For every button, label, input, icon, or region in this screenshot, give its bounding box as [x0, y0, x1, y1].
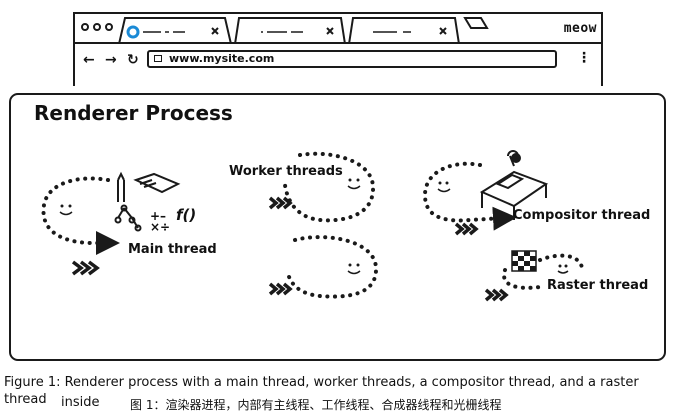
worker-chevrons-icon-2 [268, 282, 293, 296]
menu-icon[interactable]: ⋮ [577, 50, 591, 66]
raster-thread-loop-b [538, 253, 584, 270]
label-main-thread: Main thread [128, 242, 217, 257]
figure-caption-line2: inside [61, 395, 100, 410]
tab-1 [118, 17, 232, 44]
smiley-faces [59, 178, 569, 275]
window-controls [81, 23, 113, 31]
label-raster-thread: Raster thread [547, 278, 649, 293]
back-icon[interactable]: ← [83, 52, 95, 68]
function-icon: f() [176, 206, 197, 224]
main-smiley-icon [59, 204, 73, 216]
raster-chevrons-icon [484, 288, 509, 302]
tab-favicon-icon [126, 25, 140, 39]
tab-strip: meow [75, 14, 601, 44]
compositor-chevrons-icon [454, 222, 479, 236]
label-compositor-thread: Compositor thread [513, 208, 651, 223]
chevron-arrows [71, 196, 509, 302]
compositor-smiley-icon [437, 181, 451, 193]
tab-3 [348, 17, 460, 44]
tabs-drawing [118, 17, 489, 44]
raster-smiley-icon [557, 264, 569, 274]
pencil-icon [117, 171, 125, 202]
main-thread-loop [41, 176, 120, 255]
raster-grid-icon [511, 250, 537, 272]
tab-2 [234, 17, 346, 44]
main-thread-tools-icon [114, 171, 181, 232]
book-icon [133, 172, 181, 194]
worker-smiley-icon-1 [347, 178, 361, 190]
main-chevrons-icon [71, 260, 100, 276]
math-symbols: +– ×÷ [150, 209, 171, 234]
new-tab-button [463, 17, 489, 29]
desk-icon [479, 150, 549, 220]
label-worker-threads: Worker threads [229, 164, 343, 179]
tab-close-icons [211, 27, 447, 35]
figure-caption: Figure 1: Renderer process with a main t… [4, 375, 639, 407]
browser-brand: meow [563, 21, 597, 36]
worker-thread-loop-1 [283, 151, 376, 223]
panel-title: Renderer Process [34, 101, 233, 125]
raster-thread-loop [502, 268, 542, 290]
window-minimize-dot[interactable] [93, 23, 101, 31]
toolbar: ← → ↻ www.mysite.com ⋮ [75, 44, 601, 88]
forward-icon[interactable]: → [105, 52, 117, 68]
address-text: www.mysite.com [169, 52, 275, 65]
reload-icon[interactable]: ↻ [127, 52, 139, 68]
worker-chevrons-icon-1 [268, 196, 293, 210]
browser-window: meow ← → ↻ www.mysite.com ⋮ [73, 12, 603, 86]
figure-caption-chinese: 图 1：渲染器进程，内部有主线程、工作线程、合成器线程和光栅线程 [130, 398, 502, 412]
address-bar[interactable]: www.mysite.com [147, 50, 557, 68]
network-icon [117, 207, 139, 229]
compositor-thread-loop [422, 161, 517, 231]
renderer-process-panel [9, 93, 666, 361]
lock-icon [154, 55, 162, 62]
worker-thread-loop-2 [285, 235, 379, 299]
window-close-dot[interactable] [81, 23, 89, 31]
window-maximize-dot[interactable] [105, 23, 113, 31]
worker-smiley-icon-2 [347, 263, 361, 275]
